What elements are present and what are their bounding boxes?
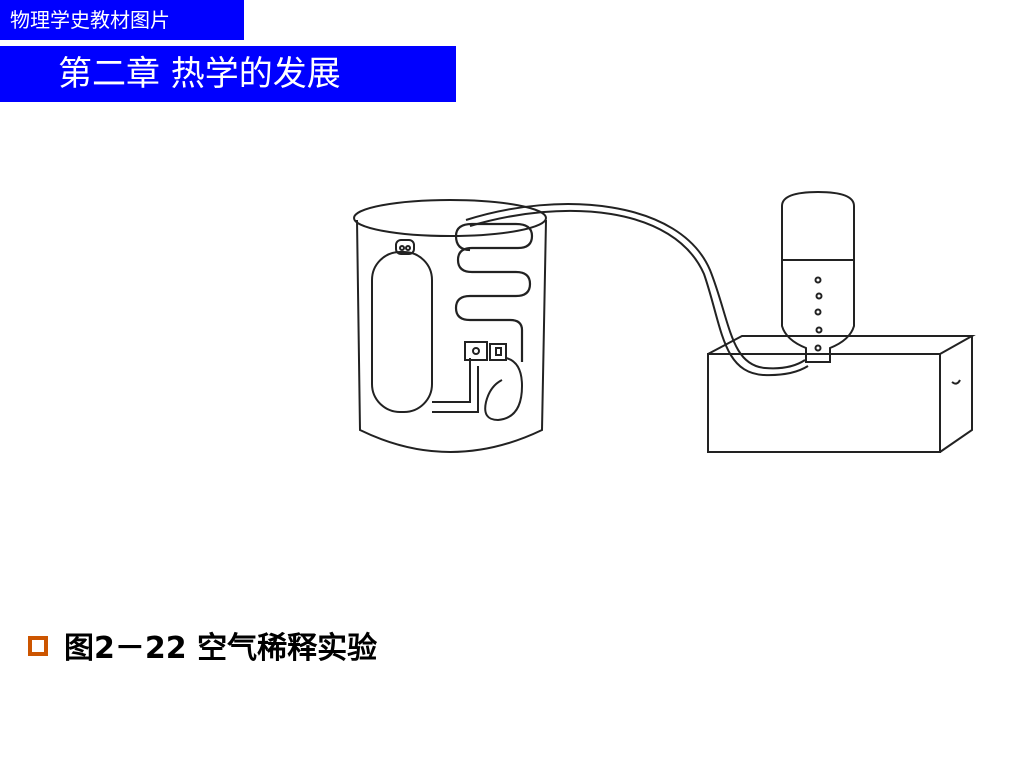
valve-dot-right	[405, 245, 411, 251]
wooden-block	[707, 335, 976, 453]
cylinder-vessel	[353, 199, 547, 453]
bottom-pipe	[432, 358, 479, 413]
bullet-square-icon	[28, 636, 48, 656]
source-label: 物理学史教材图片	[10, 8, 170, 32]
u-tube	[484, 357, 524, 422]
bubble-1	[814, 276, 822, 284]
clamp-screw	[472, 347, 480, 355]
block-side	[939, 336, 973, 453]
bubble-4	[815, 326, 823, 334]
clamp-left	[464, 341, 488, 361]
serpentine-coil	[454, 222, 534, 362]
valve-dot-left	[399, 245, 405, 251]
connecting-tube	[465, 203, 809, 377]
inverted-bottle	[781, 190, 855, 363]
gas-tank	[371, 239, 433, 413]
clamp-device	[464, 341, 507, 361]
bottle-outline	[781, 190, 855, 363]
clamp-right	[489, 343, 507, 361]
bubble-3	[814, 308, 822, 316]
bubble-5	[814, 344, 822, 352]
chapter-title-banner: 第二章 热学的发展	[0, 46, 456, 102]
caption-text: 图2－22 空气稀释实验	[64, 631, 378, 666]
vessel-body	[356, 219, 547, 453]
bubble-2	[815, 292, 823, 300]
gas-tank-body	[371, 251, 433, 413]
block-top	[707, 335, 976, 355]
gas-tank-valve	[395, 239, 415, 255]
clamp-slot	[495, 347, 502, 356]
source-label-banner: 物理学史教材图片	[0, 0, 244, 40]
air-dilution-experiment-illustration	[353, 190, 976, 453]
chapter-title: 第二章 热学的发展	[58, 54, 341, 94]
vessel-rim	[353, 199, 547, 237]
block-mark	[951, 379, 961, 385]
